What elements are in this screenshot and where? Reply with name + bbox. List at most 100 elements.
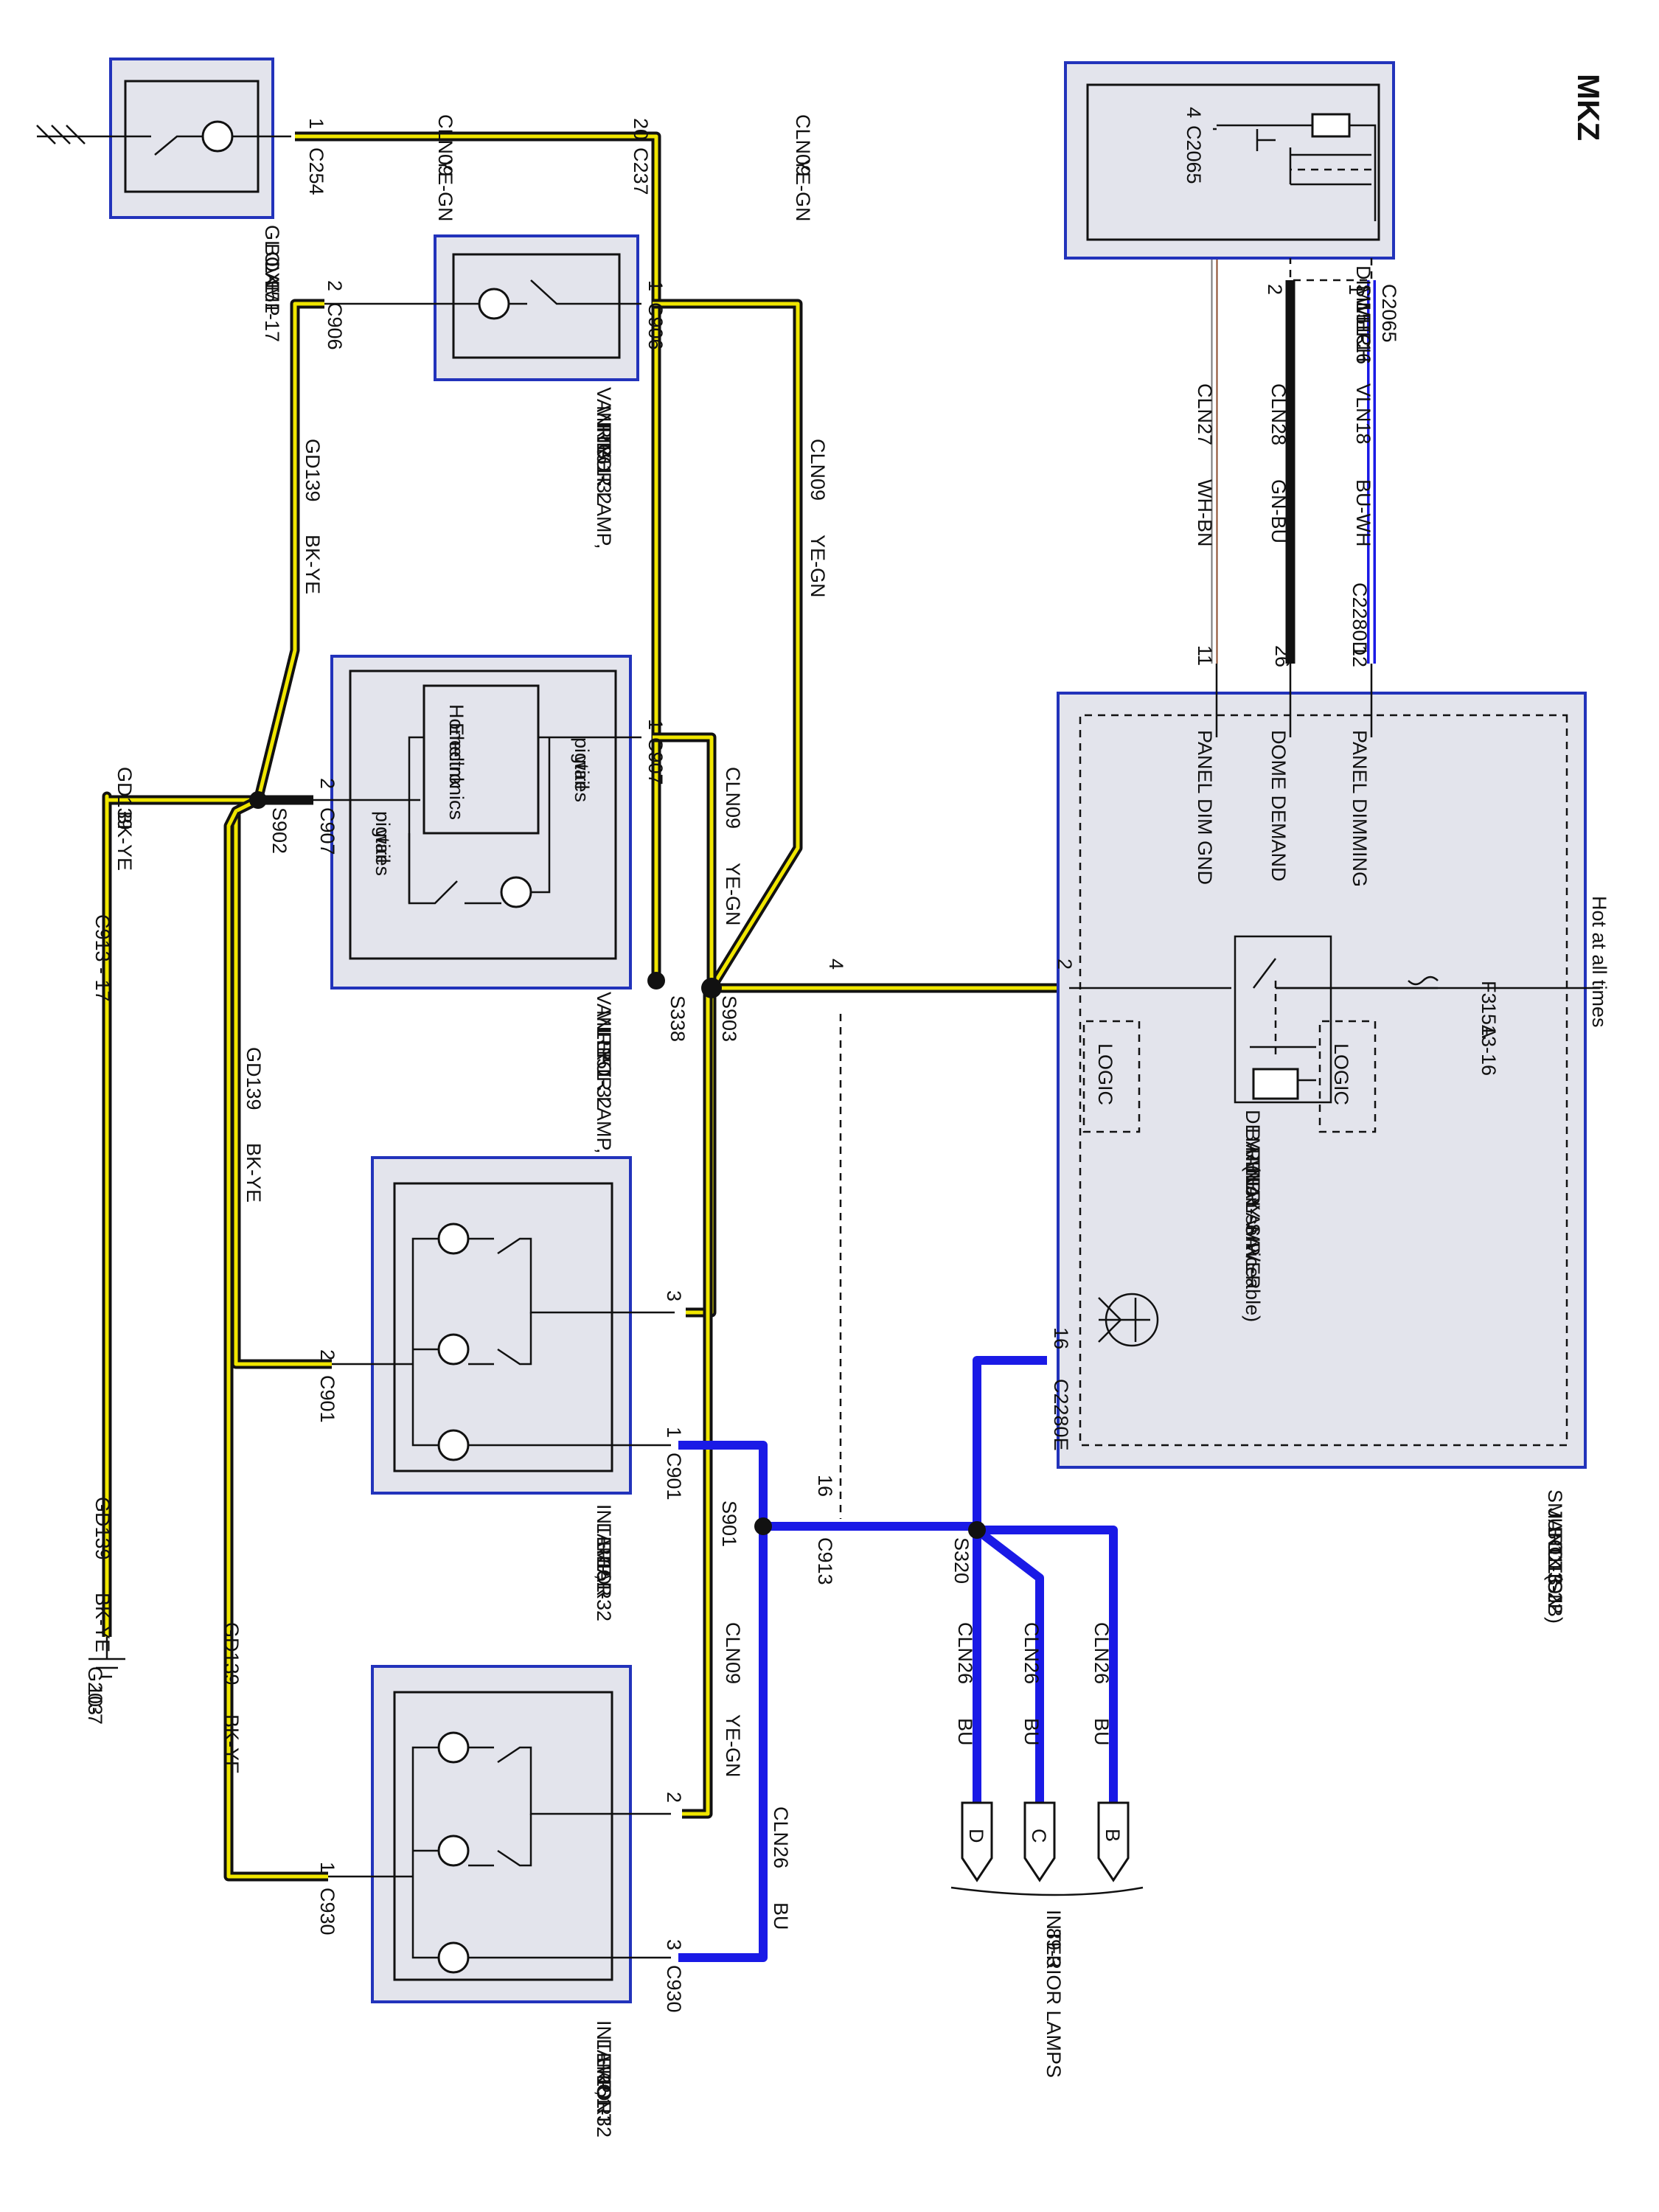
model-label: MKZ bbox=[1571, 74, 1606, 141]
sjb-2: JUNCTION bbox=[1544, 1508, 1566, 1609]
pin-2-sjb: 2 bbox=[1054, 959, 1076, 970]
logic-b: LOGIC bbox=[1094, 1043, 1116, 1105]
homelink-box bbox=[422, 684, 540, 835]
wire-cln09-top bbox=[295, 131, 661, 981]
hot-label: Hot at all times bbox=[1588, 896, 1610, 1028]
pin-1-rear: 1 bbox=[663, 1427, 685, 1438]
pin-2-rear: 2 bbox=[316, 1349, 338, 1360]
glove-box-lamp bbox=[36, 58, 291, 219]
pin-3-rear: 3 bbox=[663, 1290, 685, 1301]
dimmer-1: DIMMER bbox=[1352, 265, 1374, 347]
bk-ye-b: BK-YE bbox=[114, 811, 136, 871]
ir-4: 151-32 bbox=[593, 1559, 615, 1621]
pigtail-a1: pigtail bbox=[571, 737, 593, 790]
c2280e: C2280E bbox=[1050, 1379, 1072, 1451]
c2280d: C2280D bbox=[1349, 582, 1371, 655]
fuse-1: F3 bbox=[1478, 981, 1500, 1004]
c913-17: C913 - 17 bbox=[91, 914, 114, 1002]
pigtail-b2: wires bbox=[372, 829, 394, 876]
pin-2-front: 2 bbox=[663, 1792, 685, 1803]
cln09-b: CLN09 bbox=[792, 114, 814, 176]
if-3: FRONT bbox=[593, 2057, 615, 2126]
gd139-e: GD139 bbox=[91, 1497, 114, 1560]
pigtail-a2: wires bbox=[571, 755, 593, 802]
bu-e: BU bbox=[770, 1902, 792, 1930]
bu-b: BU bbox=[1091, 1718, 1113, 1746]
c906-a: C906 bbox=[324, 302, 346, 350]
c901-a: C901 bbox=[316, 1375, 338, 1423]
sjb-1: SMART bbox=[1544, 1489, 1566, 1559]
c907-a: C907 bbox=[644, 737, 667, 785]
splice-s901 bbox=[754, 1517, 772, 1535]
vl-2: MIRROR LAMP, bbox=[593, 1010, 615, 1154]
if-1: INTERIOR bbox=[593, 2020, 615, 2115]
pin-2-vr: 2 bbox=[324, 280, 346, 291]
sjb-3: BOX (SJB) bbox=[1544, 1526, 1566, 1624]
vr-1: VANITY bbox=[593, 387, 615, 458]
pigtail-b1: pigtail bbox=[372, 811, 394, 863]
pin-2-vl: 2 bbox=[316, 778, 338, 789]
wire-cln26 bbox=[678, 1356, 1118, 1962]
wire-gd139 bbox=[102, 299, 332, 1882]
pin-4: 4 bbox=[1183, 107, 1205, 118]
c913: C913 bbox=[814, 1537, 836, 1585]
gd139-a: GD139 bbox=[302, 439, 324, 502]
vr-4: 151-32 bbox=[593, 442, 615, 504]
s320: S320 bbox=[950, 1537, 973, 1584]
g203-2: 10-7 bbox=[84, 1685, 106, 1725]
interior-lamp-rear bbox=[332, 1156, 675, 1495]
bk-ye-e: BK-YE bbox=[91, 1593, 114, 1652]
cln09-c: CLN09 bbox=[807, 439, 829, 501]
vl-4: 151-32 bbox=[593, 1047, 615, 1109]
c930-b: C930 bbox=[663, 1965, 685, 2013]
ye-gn-d: YE-GN bbox=[722, 863, 744, 926]
s338: S338 bbox=[667, 995, 689, 1042]
ir-3: REAR bbox=[593, 1541, 615, 1596]
smart-junction-box bbox=[1057, 664, 1600, 1469]
wire-cln09-vanity-right bbox=[653, 299, 803, 991]
gn-bu: GN-BU bbox=[1267, 479, 1290, 543]
splice-s902 bbox=[249, 791, 267, 809]
text-rotated: MKZ 1 C254 CLN09 YE-GN 20 C237 CLN09 YE-… bbox=[84, 74, 1610, 2138]
vl-3: LEFT bbox=[593, 1029, 615, 1077]
cln28: CLN28 bbox=[1267, 383, 1290, 445]
pin-1: 1 bbox=[305, 118, 327, 129]
gd139-d: GD139 bbox=[220, 1622, 243, 1686]
cln26-b: CLN26 bbox=[1091, 1622, 1113, 1684]
cln26-c: CLN26 bbox=[1020, 1622, 1043, 1684]
dimmer-2: SWITCH bbox=[1352, 284, 1374, 362]
ye-gn-e: YE-GN bbox=[722, 1714, 744, 1778]
gd139-c: GD139 bbox=[243, 1047, 265, 1110]
splice-s338 bbox=[647, 972, 665, 990]
splice-s320 bbox=[968, 1521, 986, 1539]
s903: S903 bbox=[718, 995, 740, 1042]
lamps-2: 89-3 bbox=[1043, 1928, 1065, 1968]
glove-4: 151-17 bbox=[261, 280, 283, 342]
c2065-b: C2065 bbox=[1378, 284, 1400, 343]
dimmer-3: 151-16 bbox=[1352, 302, 1374, 364]
bu-d: BU bbox=[954, 1718, 976, 1746]
cln26-d: CLN26 bbox=[954, 1622, 976, 1684]
pin-1-dim: 1 bbox=[1345, 284, 1367, 295]
lamps-1: INTERIOR LAMPS bbox=[1043, 1910, 1065, 2078]
ground-symbol bbox=[88, 1637, 125, 1678]
vanity-mirror-lamp-left bbox=[313, 655, 641, 990]
vr-2: MIRROR LAMP, bbox=[593, 406, 615, 549]
ir-2: LAMP, bbox=[593, 1523, 615, 1580]
c906-b: C906 bbox=[644, 302, 667, 350]
pin-16-c913: 16 bbox=[814, 1475, 836, 1497]
g203-1: G203 bbox=[84, 1666, 106, 1715]
s901: S901 bbox=[718, 1500, 740, 1547]
dome-demand: DOME DEMAND bbox=[1267, 730, 1290, 882]
if-4: 151-32 bbox=[593, 2076, 615, 2138]
bu-c: BU bbox=[1020, 1718, 1043, 1746]
c907-b: C907 bbox=[316, 807, 338, 855]
c901-b: C901 bbox=[663, 1453, 685, 1500]
cln09-e: CLN09 bbox=[722, 1622, 744, 1684]
cln27: CLN27 bbox=[1194, 383, 1216, 445]
c237: C237 bbox=[630, 147, 652, 195]
plug-c: C bbox=[1028, 1829, 1050, 1843]
homelink-1: Homelink bbox=[445, 704, 467, 787]
panel-dimming: PANEL DIMMING bbox=[1349, 730, 1371, 887]
relay-4: (Non-serviceable) bbox=[1242, 1165, 1264, 1322]
